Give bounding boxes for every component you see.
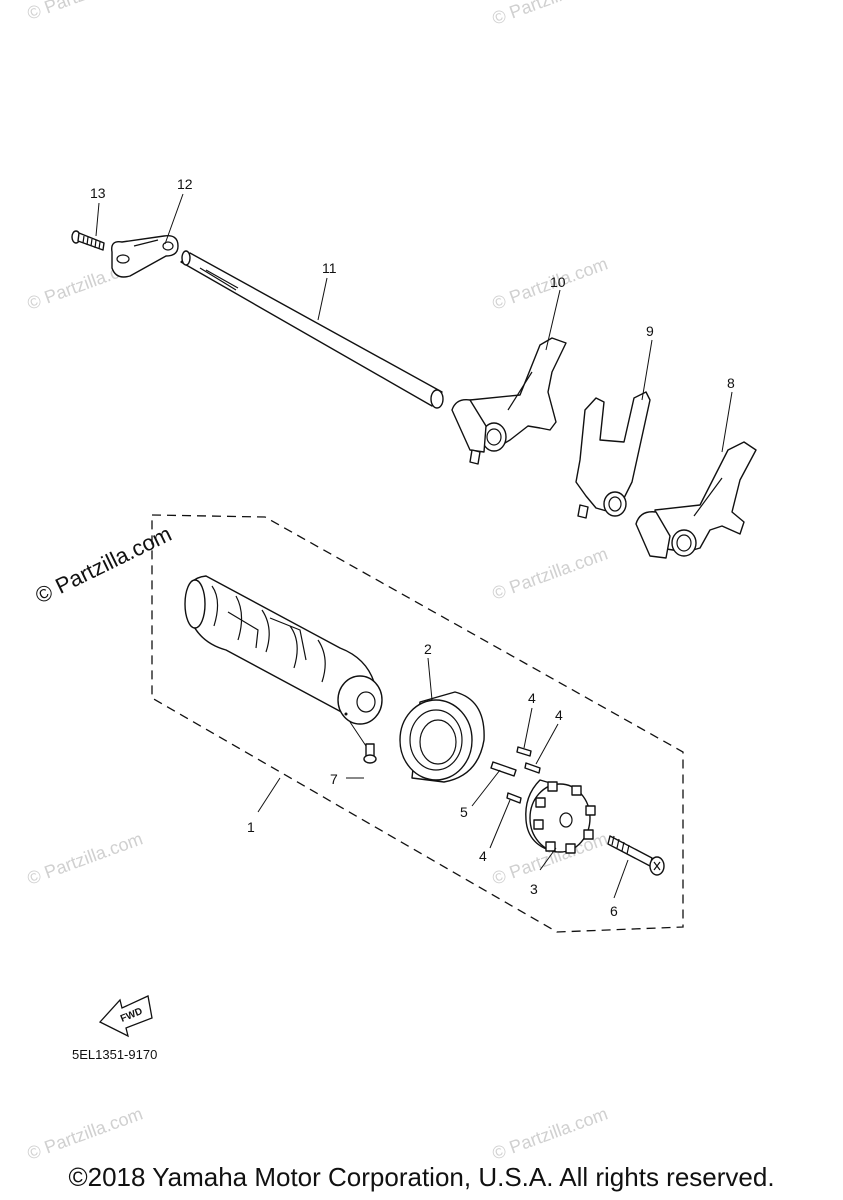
diagram-code: 5EL1351-9170 — [72, 1047, 157, 1062]
watermark: © Partzilla.com — [490, 0, 611, 29]
watermark: © Partzilla.com — [25, 828, 146, 888]
assembly-outline — [151, 514, 684, 933]
shift-shaft-11 — [180, 250, 444, 409]
plate-12 — [111, 235, 179, 278]
label-13: 13 — [90, 185, 106, 201]
segment-3 — [525, 779, 596, 854]
watermark: © Partzilla.com — [490, 1103, 611, 1163]
watermark: © Partzilla.com — [25, 1103, 146, 1163]
label-8: 8 — [727, 375, 735, 391]
label-5: 5 — [460, 804, 468, 820]
label-4a: 4 — [528, 690, 536, 706]
screw-13 — [71, 230, 105, 251]
label-11: 11 — [322, 260, 337, 276]
shift-drum-1 — [184, 575, 383, 725]
watermarks: © Partzilla.com © Partzilla.com © Partzi… — [25, 0, 611, 1164]
label-12: 12 — [177, 176, 193, 192]
label-1: 1 — [247, 819, 255, 835]
part-numbers: 13 12 11 10 9 8 2 4 4 7 5 1 4 3 6 — [90, 176, 735, 919]
leader-lines — [95, 193, 733, 899]
copyright-footer: ©2018 Yamaha Motor Corporation, U.S.A. A… — [68, 1162, 775, 1192]
watermark-large: © Partzilla.com — [31, 521, 175, 608]
label-9: 9 — [646, 323, 654, 339]
label-3: 3 — [530, 881, 538, 897]
fwd-arrow-icon: FWD — [98, 995, 153, 1038]
shift-fork-9 — [575, 391, 651, 519]
watermark: © Partzilla.com — [25, 0, 146, 24]
screw-6 — [607, 835, 665, 876]
label-4b: 4 — [555, 707, 563, 723]
label-10: 10 — [550, 274, 566, 290]
watermark: © Partzilla.com — [490, 543, 611, 603]
pins-4-5 — [490, 746, 541, 804]
screw-7 — [363, 743, 377, 764]
label-7: 7 — [330, 771, 338, 787]
shift-fork-8 — [635, 441, 757, 559]
bearing-2 — [399, 691, 485, 783]
label-6: 6 — [610, 903, 618, 919]
label-2: 2 — [424, 641, 432, 657]
label-4c: 4 — [479, 848, 487, 864]
shift-fork-10 — [451, 337, 567, 465]
